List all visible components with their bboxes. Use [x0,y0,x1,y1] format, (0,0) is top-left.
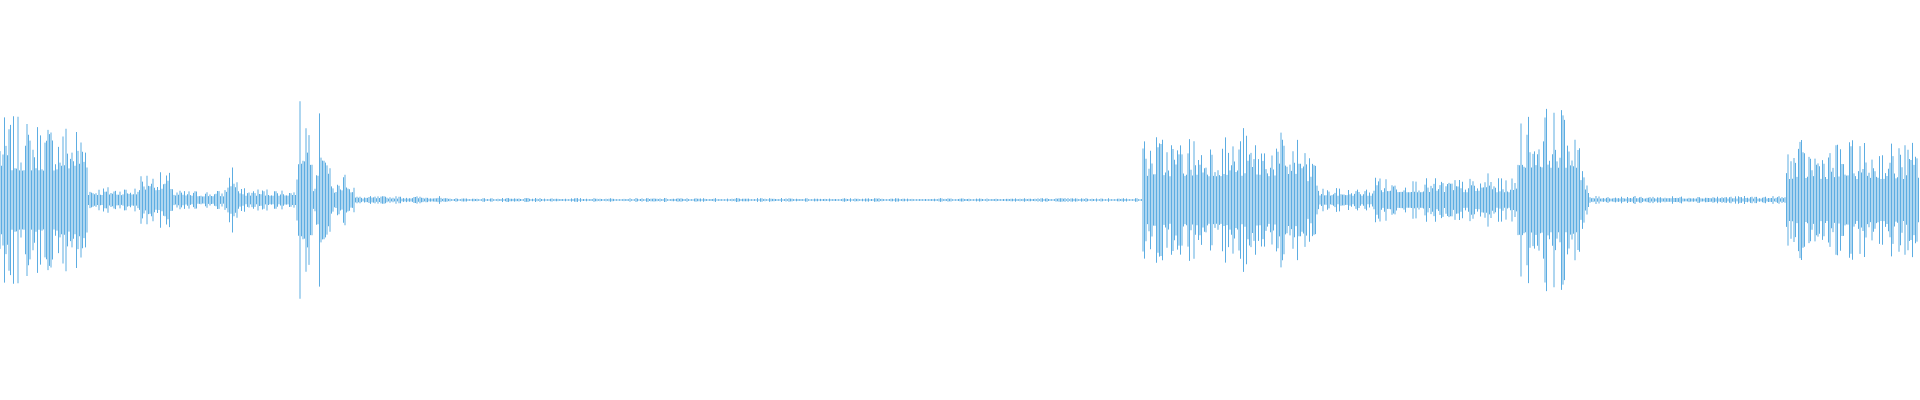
waveform-trace [0,101,1919,299]
waveform-bars [0,101,1919,299]
